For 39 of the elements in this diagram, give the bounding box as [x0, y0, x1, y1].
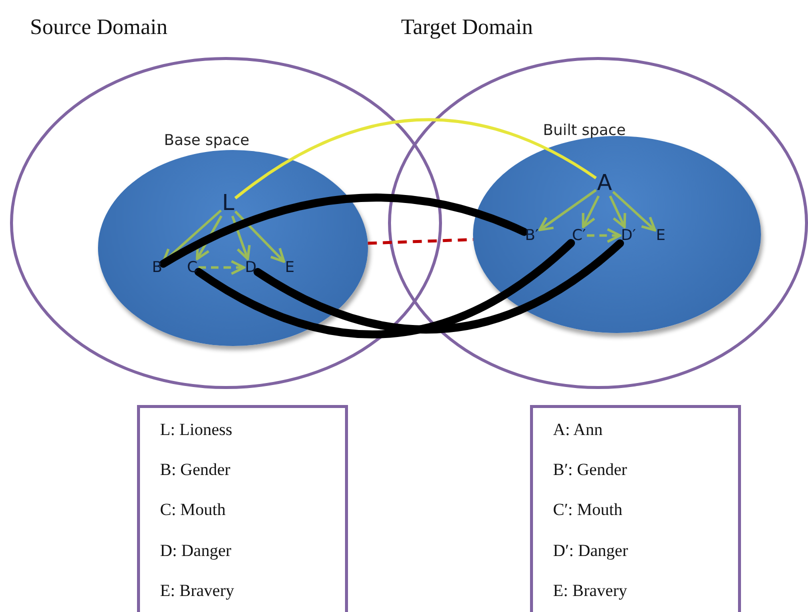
element-letter: B	[152, 260, 162, 275]
arrow	[234, 210, 286, 263]
domain-title: Target Domain	[401, 14, 533, 40]
key-entry: D′: Danger	[553, 541, 628, 561]
space-label: Base space	[164, 131, 250, 149]
arrow	[612, 190, 656, 232]
key-entry: C′: Mouth	[553, 500, 622, 520]
element-letter: C	[187, 260, 198, 275]
arrow	[586, 228, 622, 243]
key-entry: L: Lioness	[160, 420, 232, 440]
connector-line	[368, 238, 474, 245]
space-label: Built space	[543, 121, 626, 139]
key-entry: D: Danger	[160, 541, 232, 561]
key-entry: C: Mouth	[160, 500, 226, 520]
key-entry: A: Ann	[553, 420, 603, 440]
element-letter: D	[245, 260, 257, 275]
arrow	[608, 195, 626, 228]
connector-line	[234, 118, 597, 200]
domain-title: Source Domain	[30, 14, 168, 40]
arrow	[231, 216, 251, 260]
key-box	[137, 405, 348, 612]
arrow	[582, 195, 600, 228]
mapping-arc	[159, 194, 528, 268]
key-box	[530, 405, 741, 612]
element-letter: C′	[572, 228, 586, 243]
element-letter: A	[597, 173, 612, 195]
key-entry: B′: Gender	[553, 460, 628, 480]
arrow	[538, 189, 597, 232]
key-entry: B: Gender	[160, 460, 230, 480]
mapping-arc	[254, 239, 624, 334]
element-letter: E	[656, 228, 666, 243]
element-letter: L	[222, 193, 234, 215]
mapping-arc	[194, 239, 575, 338]
key-entry: E: Bravery	[160, 581, 234, 601]
arrow	[198, 260, 246, 275]
element-letter: E	[285, 260, 294, 275]
element-letter: B′	[525, 228, 539, 243]
element-letter: D′	[621, 228, 636, 243]
key-entry: E: Bravery	[553, 581, 628, 601]
